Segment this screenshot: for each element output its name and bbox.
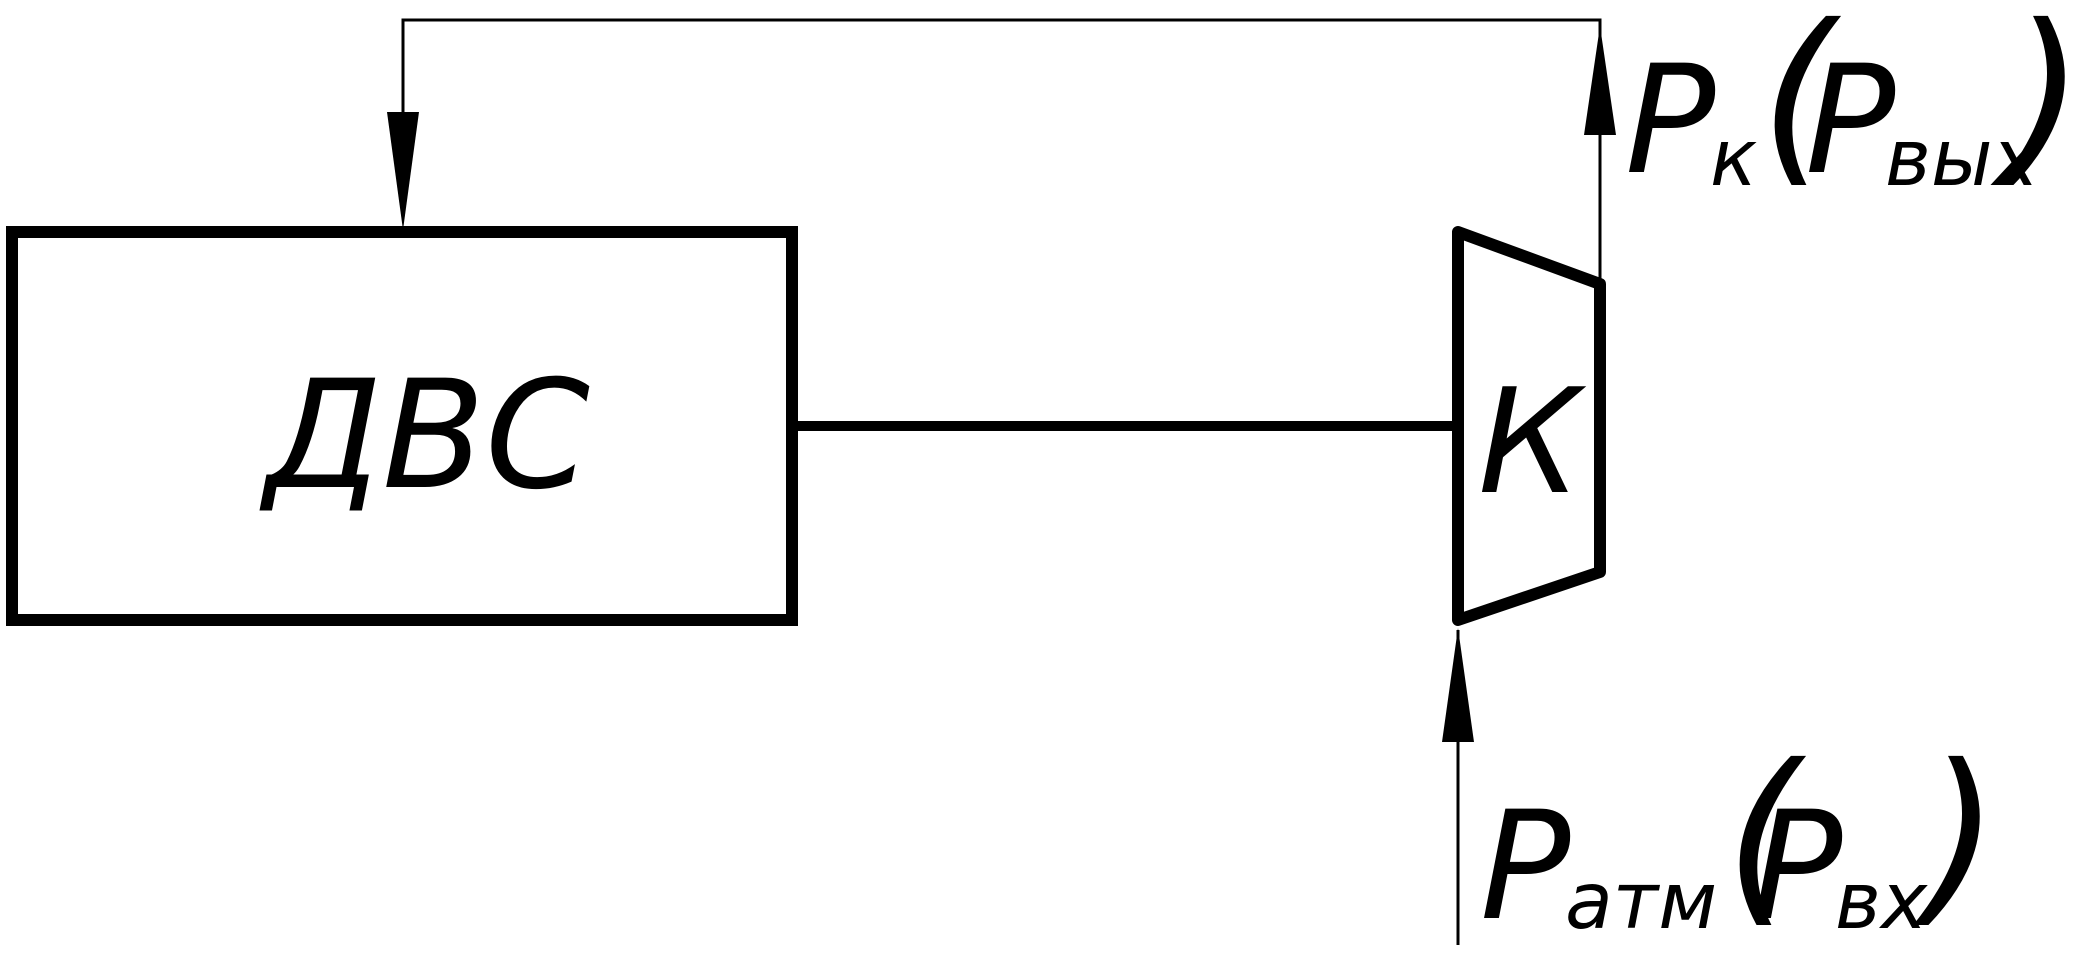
outlet-paren-close: ) [1998,0,2074,205]
engine-label: ДВС [259,349,590,523]
outlet-feedback-line [401,18,1602,280]
outlet-subscript: к [1710,114,1757,204]
engine-inlet-arrow [387,112,419,230]
compressor-symbol [1452,226,1606,626]
outlet-symbol: P [1625,34,1716,208]
inlet-alt-symbol: P [1752,780,1843,954]
inlet-alt-subscript: вх [1835,857,1928,947]
outlet-alt-symbol: P [1805,34,1896,208]
outlet-pressure-label: P к ( P вых ) [1625,0,2074,208]
inlet-paren-open: ( [1725,724,1807,945]
inlet-pressure-label: P атм ( P вх ) [1480,724,1999,954]
outlet-arrow [1584,26,1616,135]
inlet-arrow [1442,628,1474,742]
inlet-symbol: P [1480,780,1571,954]
compressor-label: К [1478,358,1587,527]
inlet-subscript: атм [1565,857,1717,947]
outlet-paren-open: ( [1760,0,1842,205]
outlet-alt-subscript: вых [1885,114,2040,204]
inlet-paren-close: ) [1913,724,1999,945]
